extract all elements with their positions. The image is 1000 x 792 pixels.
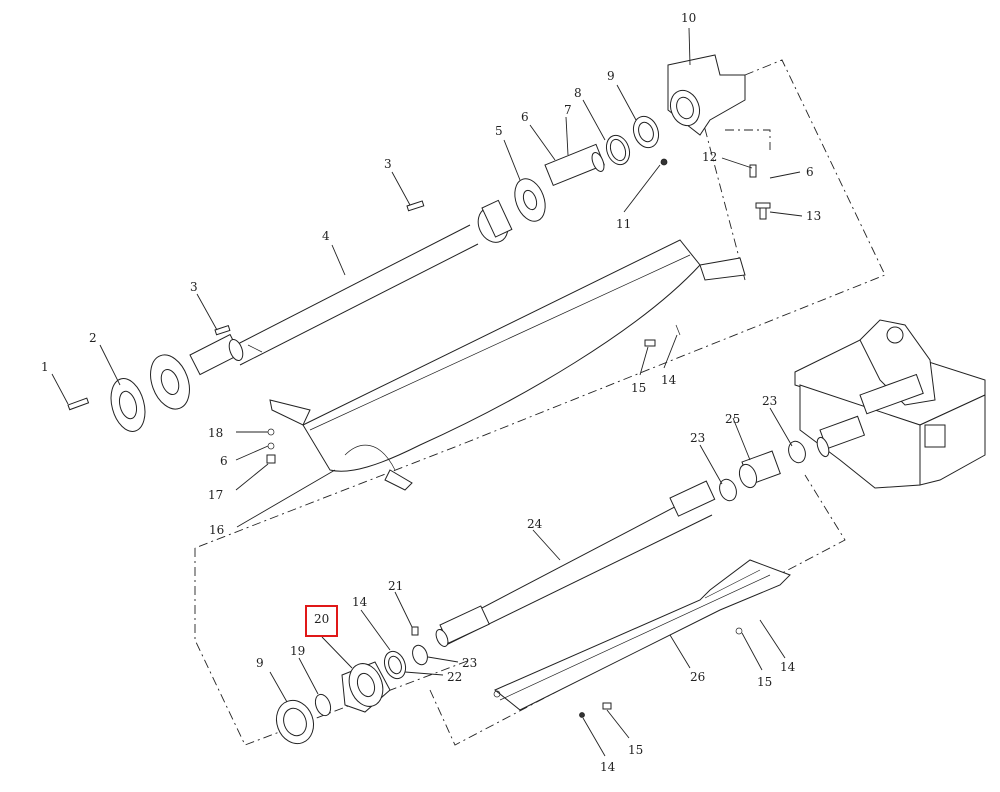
- label-15-right: 15: [757, 675, 772, 689]
- label-11: 11: [616, 217, 631, 231]
- label-19: 19: [290, 644, 305, 658]
- gearbox-housing: [794, 319, 986, 489]
- stub-shaft: [544, 143, 605, 187]
- snap-ring-23-left: [412, 644, 428, 666]
- label-9-upper: 9: [607, 69, 615, 83]
- fasteners-14-15-shield: [644, 324, 681, 347]
- highlight-box-part-20: [305, 605, 338, 637]
- bushing-25: [738, 450, 781, 489]
- flange-yoke-lower: [150, 333, 244, 410]
- snap-ring-23-right: [788, 440, 806, 464]
- label-3-lower: 3: [190, 280, 198, 294]
- label-21: 21: [388, 579, 403, 593]
- label-9-lower: 9: [256, 656, 264, 670]
- driveshaft-tube: [229, 224, 479, 366]
- label-15-shield: 15: [631, 381, 646, 395]
- label-14-shield: 14: [661, 373, 677, 387]
- flange-2: [110, 378, 146, 432]
- bearing-9-lower: [275, 699, 315, 745]
- pin-12: [749, 164, 757, 178]
- label-25: 25: [725, 412, 740, 426]
- shield-16: [269, 239, 746, 491]
- label-24: 24: [527, 517, 543, 531]
- label-20: 20: [314, 612, 329, 626]
- label-18: 18: [208, 426, 223, 440]
- label-12: 12: [702, 150, 717, 164]
- label-8: 8: [574, 86, 582, 100]
- label-23-left: 23: [462, 656, 477, 670]
- label-17: 17: [208, 488, 223, 502]
- label-23-mid: 23: [690, 431, 705, 445]
- label-6-top: 6: [521, 110, 529, 124]
- leader-lines: [51, 27, 803, 757]
- center-flange: [514, 178, 546, 222]
- label-7: 7: [564, 103, 572, 117]
- label-6-left: 6: [220, 454, 228, 468]
- label-23-right: 23: [762, 394, 777, 408]
- universal-joint-upper: [477, 199, 513, 243]
- bolts-3: [214, 200, 425, 336]
- snap-ring-19: [314, 693, 332, 717]
- label-14-lower-left: 14: [352, 595, 368, 609]
- gearbox-input-shaft: [859, 373, 924, 415]
- label-15-lower: 15: [628, 743, 643, 757]
- label-22: 22: [447, 670, 462, 684]
- fasteners-14-15-lower: [579, 627, 743, 718]
- label-6-right: 6: [806, 165, 814, 179]
- fasteners-17-18: [266, 428, 276, 464]
- label-2: 2: [89, 331, 97, 345]
- label-14-lower: 14: [600, 760, 616, 774]
- shaft-24: [435, 480, 716, 647]
- bolt-13: [755, 202, 771, 220]
- label-4: 4: [322, 229, 330, 243]
- label-13: 13: [806, 209, 821, 223]
- spline-shaft-coupling: [816, 415, 866, 458]
- label-10: 10: [681, 11, 696, 25]
- grease-fitting-11: [660, 158, 668, 166]
- part-labels: 1 2 3 3 4 5 6 7 8 9 10 11 12 6 13 15 14 …: [41, 11, 821, 774]
- assembly-boundary-upper: [194, 59, 886, 549]
- shield-26: [493, 559, 791, 711]
- seal-22: [383, 650, 407, 680]
- seal-ring-8: [605, 134, 631, 166]
- snap-ring-23-mid: [719, 478, 737, 502]
- bearing-housing-20: [341, 661, 391, 713]
- bearing-bracket-10: [667, 54, 746, 136]
- label-16: 16: [209, 523, 224, 537]
- grease-fitting-21: [411, 626, 419, 636]
- bearing-9-upper: [632, 115, 660, 149]
- label-14-right: 14: [780, 660, 796, 674]
- label-3-upper: 3: [384, 157, 392, 171]
- label-1: 1: [41, 360, 49, 374]
- label-26: 26: [690, 670, 705, 684]
- label-5: 5: [495, 124, 503, 138]
- bolt-1: [67, 397, 90, 411]
